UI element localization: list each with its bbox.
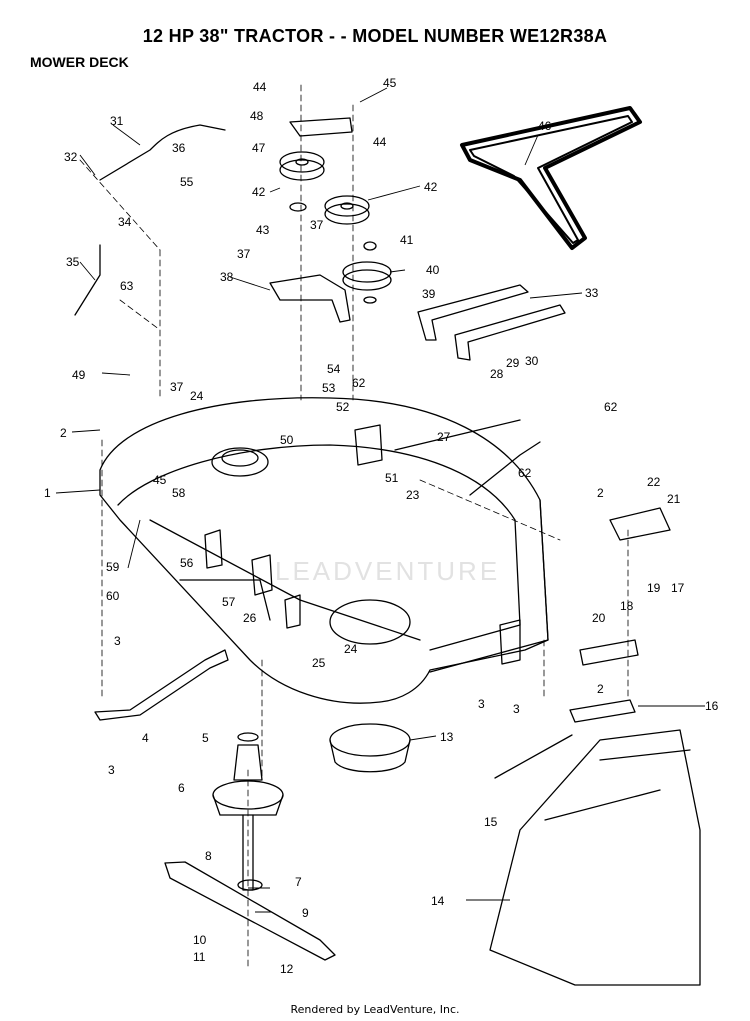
spindle-cover bbox=[329, 723, 411, 773]
part-label: 4 bbox=[142, 731, 149, 745]
spindle-housing bbox=[212, 732, 284, 891]
part-label: 59 bbox=[106, 560, 120, 574]
part-label: 44 bbox=[253, 80, 267, 94]
part-label: 16 bbox=[705, 699, 719, 713]
part-label: 58 bbox=[172, 486, 186, 500]
mower-blade bbox=[164, 861, 336, 961]
part-number-labels: 1 2 2 2 3 3 3 3 4 5 6 7 8 9 10 11 12 13 … bbox=[44, 76, 719, 976]
part-label: 33 bbox=[585, 286, 599, 300]
part-label: 9 bbox=[302, 906, 309, 920]
part-label: 53 bbox=[322, 381, 336, 395]
part-label: 21 bbox=[667, 492, 681, 506]
part-label: 39 bbox=[422, 287, 436, 301]
part-label: 42 bbox=[252, 185, 266, 199]
part-label: 3 bbox=[478, 697, 485, 711]
part-label: 40 bbox=[426, 263, 440, 277]
render-credit: Rendered by LeadVenture, Inc. bbox=[290, 1003, 460, 1016]
control-rods bbox=[74, 124, 541, 496]
part-label: 60 bbox=[106, 589, 120, 603]
part-label: 24 bbox=[344, 642, 358, 656]
part-label: 50 bbox=[280, 433, 294, 447]
part-label: 22 bbox=[647, 475, 661, 489]
discharge-chute bbox=[489, 729, 701, 986]
part-label: 43 bbox=[256, 223, 270, 237]
part-label: 56 bbox=[180, 556, 194, 570]
part-label: 31 bbox=[110, 114, 124, 128]
part-label: 7 bbox=[295, 875, 302, 889]
chute-hinge bbox=[494, 639, 639, 779]
stabilizer-bar bbox=[94, 649, 229, 721]
part-label: 35 bbox=[66, 255, 80, 269]
diagram-title: 12 HP 38" TRACTOR - - MODEL NUMBER WE12R… bbox=[142, 26, 608, 46]
part-label: 47 bbox=[252, 141, 266, 155]
part-label: 29 bbox=[506, 356, 520, 370]
idler-bracket bbox=[269, 117, 353, 323]
part-label: 1 bbox=[44, 486, 51, 500]
part-label: 2 bbox=[597, 682, 604, 696]
part-label: 44 bbox=[373, 135, 387, 149]
part-label: 48 bbox=[250, 109, 264, 123]
part-label: 57 bbox=[222, 595, 236, 609]
part-label: 11 bbox=[193, 950, 206, 964]
part-label: 37 bbox=[237, 247, 251, 261]
part-label: 51 bbox=[385, 471, 399, 485]
deck-brackets bbox=[204, 424, 671, 665]
part-label: 37 bbox=[310, 218, 324, 232]
part-label: 37 bbox=[170, 380, 184, 394]
part-label: 46 bbox=[538, 119, 552, 133]
part-label: 38 bbox=[220, 270, 234, 284]
part-label: 20 bbox=[592, 611, 606, 625]
part-label: 52 bbox=[336, 400, 350, 414]
part-label: 18 bbox=[620, 599, 634, 613]
part-label: 3 bbox=[108, 763, 115, 777]
part-label: 3 bbox=[513, 702, 520, 716]
part-label: 15 bbox=[484, 815, 498, 829]
lift-links bbox=[417, 284, 566, 361]
part-label: 41 bbox=[400, 233, 414, 247]
part-label: 28 bbox=[490, 367, 504, 381]
part-label: 49 bbox=[72, 368, 86, 382]
part-label: 55 bbox=[180, 175, 194, 189]
part-label: 32 bbox=[64, 150, 78, 164]
assembly-guide-lines bbox=[79, 84, 629, 971]
part-label: 13 bbox=[440, 730, 454, 744]
part-label: 42 bbox=[424, 180, 438, 194]
part-label: 5 bbox=[202, 731, 209, 745]
part-label: 62 bbox=[352, 376, 366, 390]
part-label: 62 bbox=[518, 466, 532, 480]
part-label: 25 bbox=[312, 656, 326, 670]
part-label: 12 bbox=[280, 962, 294, 976]
part-label: 2 bbox=[60, 426, 67, 440]
leader-lines bbox=[55, 87, 705, 913]
part-label: 2 bbox=[597, 486, 604, 500]
part-label: 24 bbox=[190, 389, 204, 403]
part-label: 19 bbox=[647, 581, 661, 595]
part-label: 14 bbox=[431, 894, 445, 908]
part-label: 8 bbox=[205, 849, 212, 863]
drive-belt bbox=[460, 106, 642, 250]
part-label: 54 bbox=[327, 362, 341, 376]
part-label: 63 bbox=[120, 279, 134, 293]
part-label: 3 bbox=[114, 634, 121, 648]
part-label: 23 bbox=[406, 488, 420, 502]
part-label: 10 bbox=[193, 933, 207, 947]
part-label: 45 bbox=[383, 76, 397, 90]
part-label: 45 bbox=[153, 473, 167, 487]
part-label: 17 bbox=[671, 581, 685, 595]
part-label: 6 bbox=[178, 781, 185, 795]
watermark-text: LEADVENTURE bbox=[275, 556, 500, 586]
part-label: 34 bbox=[118, 215, 132, 229]
part-label: 30 bbox=[525, 354, 539, 368]
idler-pulleys bbox=[279, 151, 392, 304]
part-label: 26 bbox=[243, 611, 257, 625]
section-title: MOWER DECK bbox=[30, 54, 129, 70]
part-label: 36 bbox=[172, 141, 186, 155]
part-label: 27 bbox=[437, 430, 451, 444]
part-label: 62 bbox=[604, 400, 618, 414]
